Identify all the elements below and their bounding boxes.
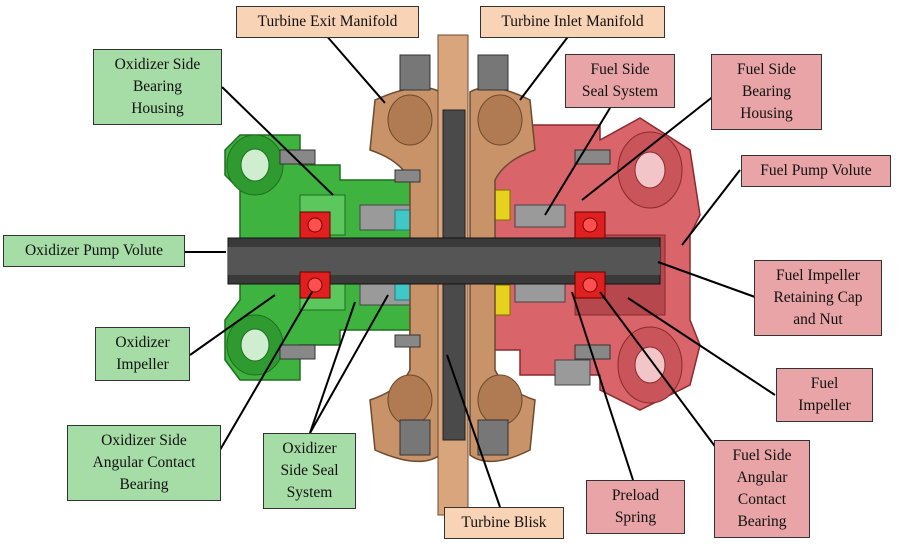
leader-lines — [185, 33, 776, 508]
bearings — [299, 211, 606, 299]
label-oxidizer-side-bearing-housing: Oxidizer Side Bearing Housing — [93, 49, 222, 125]
label-turbine-exit-manifold: Turbine Exit Manifold — [236, 6, 419, 38]
label-oxidizer-pump-volute: Oxidizer Pump Volute — [3, 235, 185, 267]
label-fuel-impeller-retaining-cap-and-nut: Fuel Impeller Retaining Cap and Nut — [754, 260, 882, 336]
label-fuel-side-seal-system: Fuel Side Seal System — [565, 54, 675, 108]
label-oxidizer-side-seal-system: Oxidizer Side Seal System — [263, 433, 356, 509]
label-preload-spring: Preload Spring — [586, 480, 685, 534]
label-oxidizer-impeller: Oxidizer Impeller — [95, 327, 190, 381]
label-fuel-side-angular-contact-bearing: Fuel Side Angular Contact Bearing — [714, 440, 810, 538]
label-oxidizer-side-angular-contact-bearing: Oxidizer Side Angular Contact Bearing — [67, 425, 221, 501]
label-fuel-impeller: Fuel Impeller — [776, 368, 873, 422]
label-fuel-pump-volute: Fuel Pump Volute — [741, 155, 891, 187]
label-fuel-side-bearing-housing: Fuel Side Bearing Housing — [711, 54, 822, 130]
label-turbine-blisk: Turbine Blisk — [444, 507, 564, 539]
label-turbine-inlet-manifold: Turbine Inlet Manifold — [480, 6, 665, 38]
